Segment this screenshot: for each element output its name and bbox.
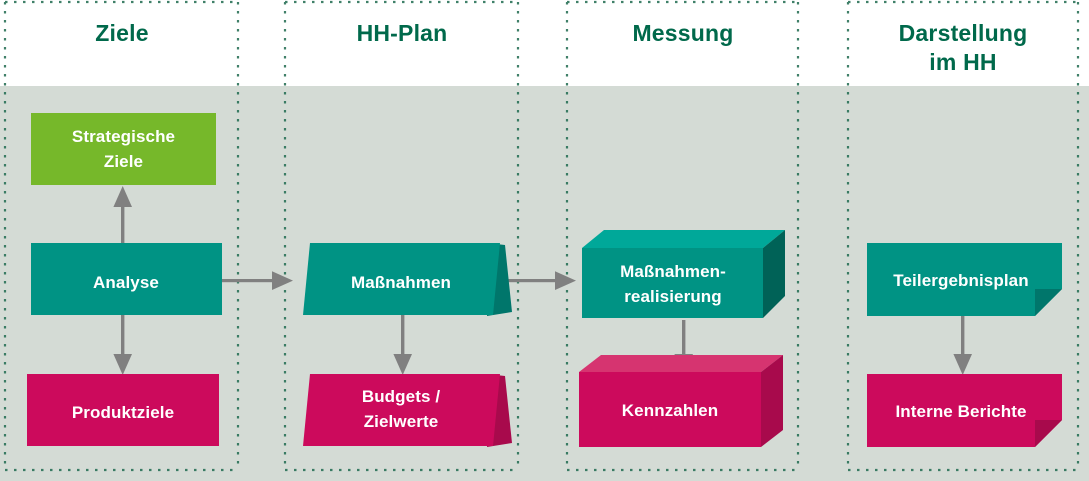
node-produktziele[interactable]: Produktziele (27, 374, 219, 446)
node-massnahmenrealisierung-line-2: realisierung (624, 287, 722, 306)
column-header-hh-plan-line-1: HH-Plan (357, 20, 448, 46)
header-card-darstellung (848, 0, 1078, 86)
node-budgets-zielwerte-line-1: Budgets / (362, 387, 441, 406)
node-teilergebnisplan-label: Teilergebnisplan (893, 271, 1028, 290)
node-produktziele-label: Produktziele (72, 403, 174, 422)
column-header-darstellung-line-2: im HH (929, 49, 996, 75)
node-interne-berichte-label: Interne Berichte (895, 402, 1026, 421)
column-header-messung-line-1: Messung (632, 20, 733, 46)
node-teilergebnisplan-body (867, 243, 1062, 316)
connector-massnahmen-to-massnahmenrealisierung (505, 271, 576, 290)
node-kennzahlen[interactable]: Kennzahlen (579, 355, 783, 447)
node-massnahmen-label: Maßnahmen (351, 273, 451, 292)
column-header-darstellung-line-1: Darstellung (899, 20, 1028, 46)
node-analyse[interactable]: Analyse (31, 243, 222, 315)
node-kennzahlen-front (579, 372, 761, 447)
node-interne-berichte[interactable]: Interne Berichte (867, 374, 1062, 447)
node-strategische-ziele-line-1: Strategische (72, 127, 175, 146)
header-card-messung (567, 0, 798, 86)
node-teilergebnisplan-foldcorner (1035, 289, 1062, 316)
connector-analyse-to-strategische-ziele (113, 186, 132, 248)
connector-analyse-to-massnahmen (222, 271, 293, 290)
node-massnahmen[interactable]: Maßnahmen (303, 243, 512, 316)
node-kennzahlen-side (761, 355, 783, 447)
connector-analyse-to-produktziele (113, 314, 132, 375)
node-massnahmenrealisierung-front (582, 248, 763, 318)
node-budgets-zielwerte-body (303, 374, 500, 446)
connector-massnahmen-to-budgets (393, 314, 412, 375)
node-kennzahlen-label: Kennzahlen (622, 401, 718, 420)
node-massnahmenrealisierung-top (582, 230, 785, 248)
column-header-ziele: Ziele (95, 20, 148, 46)
grid-dotted-lines (3, 0, 1080, 472)
connector-teilergebnisplan-to-interne-berichte (953, 316, 972, 375)
node-strategische-ziele-line-2: Ziele (104, 152, 143, 171)
node-budgets-zielwerte[interactable]: Budgets / Zielwerte (303, 374, 512, 447)
node-kennzahlen-top (579, 355, 783, 372)
node-budgets-zielwerte-line-2: Zielwerte (364, 412, 439, 431)
node-strategische-ziele[interactable]: Strategische Ziele (31, 113, 216, 185)
column-header-ziele-line-1: Ziele (95, 20, 148, 46)
node-interne-berichte-body (867, 374, 1062, 447)
node-analyse-label: Analyse (93, 273, 159, 292)
node-interne-berichte-foldcorner (1035, 420, 1062, 447)
header-card-hh-plan (285, 0, 518, 86)
column-header-darstellung-im-hh: Darstellung im HH (899, 20, 1028, 75)
node-massnahmenrealisierung[interactable]: Maßnahmen- realisierung (582, 230, 785, 318)
node-teilergebnisplan[interactable]: Teilergebnisplan (867, 243, 1062, 316)
header-card-ziele (5, 0, 238, 86)
node-massnahmenrealisierung-side (763, 230, 785, 318)
column-header-messung: Messung (632, 20, 733, 46)
column-header-hh-plan: HH-Plan (357, 20, 448, 46)
node-massnahmen-body (303, 243, 500, 315)
node-massnahmenrealisierung-line-1: Maßnahmen- (620, 262, 726, 281)
